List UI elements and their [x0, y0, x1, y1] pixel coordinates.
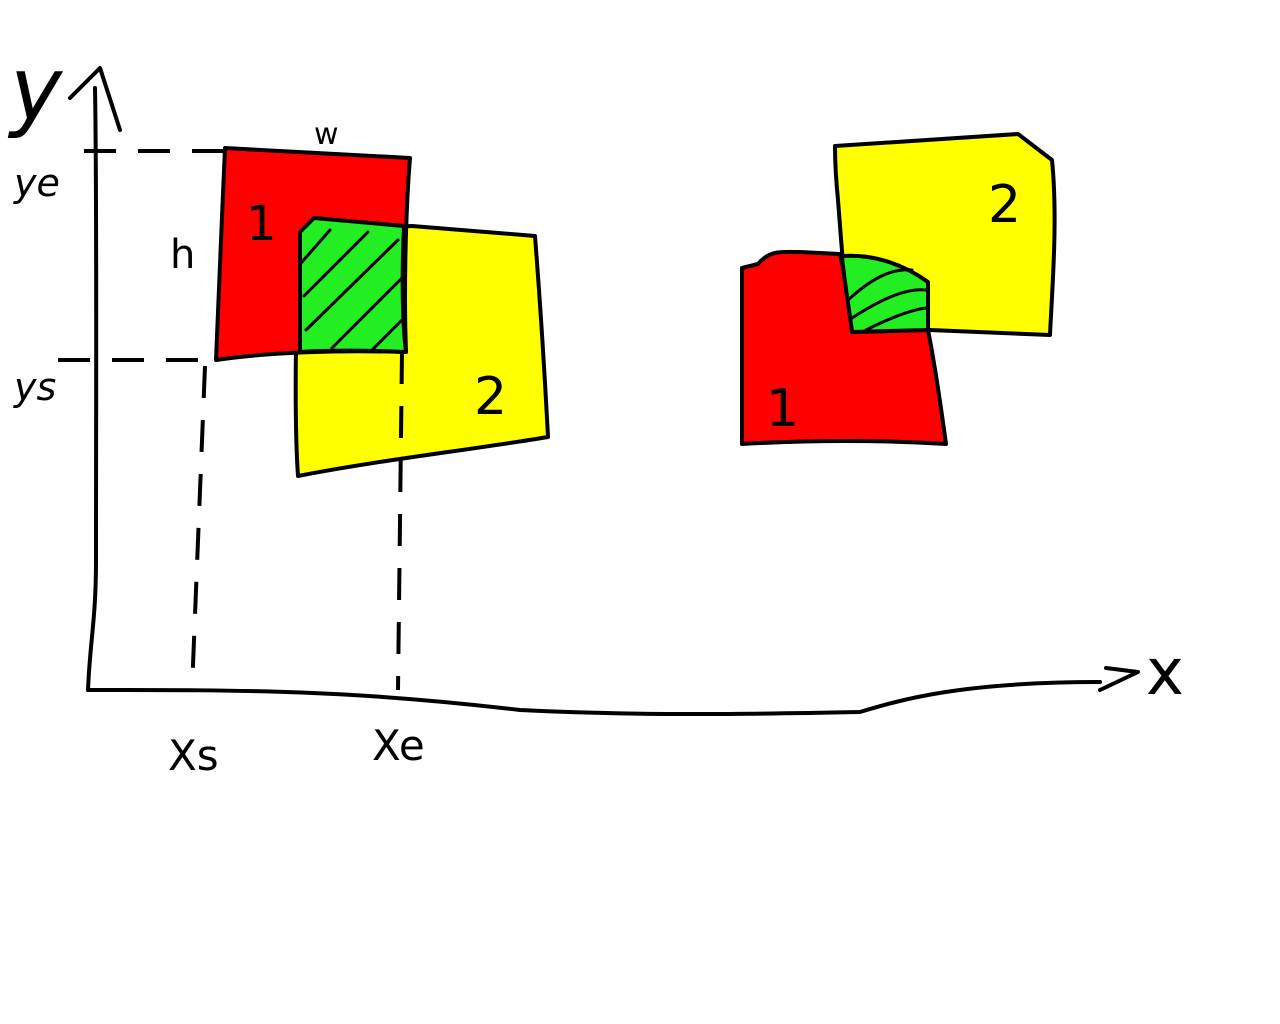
w-label: w: [314, 117, 339, 152]
y-axis-line: [86, 86, 99, 692]
right-rect-1-label: 1: [766, 379, 799, 439]
ys-label: ys: [13, 365, 56, 409]
right-overlap-hatching: [846, 268, 928, 332]
left-rect-2-label: 2: [474, 367, 507, 427]
ye-label: ye: [13, 161, 60, 205]
y-axis-label: y: [7, 38, 64, 141]
h-label: h: [170, 232, 195, 278]
x-axis-label: x: [1146, 636, 1184, 710]
left-overlap-hatching: [300, 228, 406, 352]
xs-guide-line: [190, 365, 207, 691]
xe-guide-line: [396, 351, 404, 691]
right-rect-2-label: 2: [988, 175, 1021, 235]
y-axis-arrow: [68, 66, 122, 132]
xs-label: Xs: [168, 731, 219, 780]
xe-label: Xe: [372, 721, 425, 770]
right-rect-1: [739, 249, 948, 446]
x-axis-line: [86, 680, 1102, 716]
left-rect-1-label: 1: [246, 196, 277, 252]
x-axis-arrow: [1098, 666, 1140, 692]
